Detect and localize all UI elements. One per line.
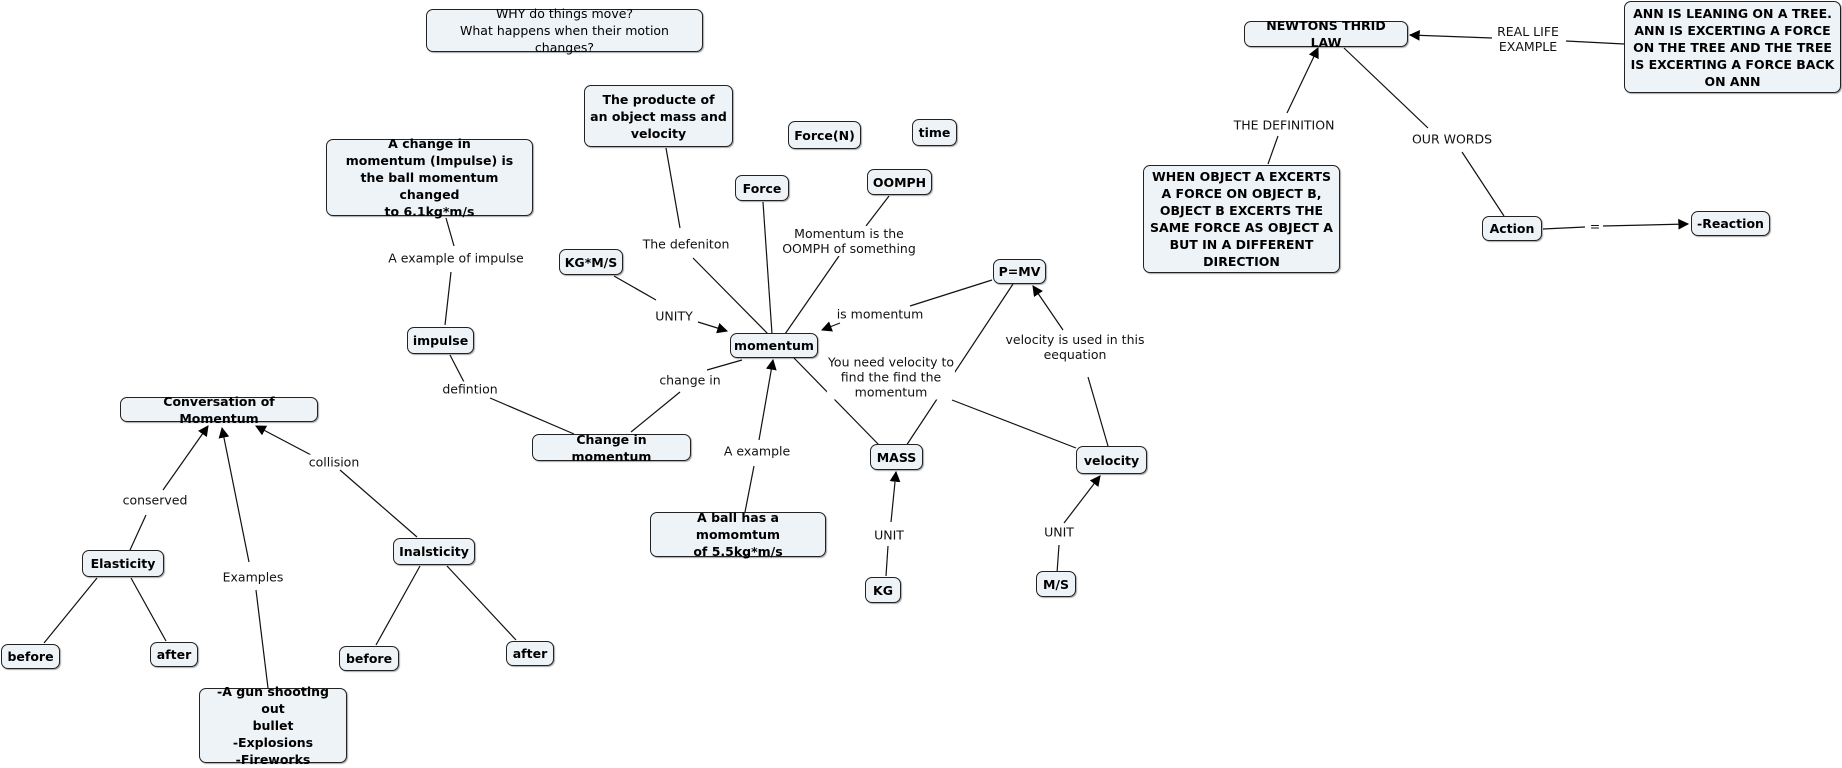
edge-velocity-used <box>1087 376 1109 447</box>
edge-equals-reaction <box>1602 218 1690 230</box>
edge-kg-unit <box>885 545 889 577</box>
edge-elasticity-conserved <box>129 514 147 551</box>
edge-inelast-before <box>375 565 421 646</box>
edge-elasticity-before <box>43 577 98 644</box>
node-elasticity[interactable]: Elasticity <box>82 550 164 577</box>
edge-momentum-mass <box>793 357 881 447</box>
node-force-n[interactable]: Force(N) <box>788 121 861 149</box>
edge-defintion-change <box>489 397 575 435</box>
node-definition[interactable]: WHEN OBJECT A EXCERTS A FORCE ON OBJECT … <box>1143 165 1340 273</box>
label-defintion: defintion <box>441 381 499 397</box>
edge-ourwords-action <box>1461 151 1505 217</box>
label-unity: UNITY <box>654 308 694 324</box>
node-momentum[interactable]: momentum <box>730 333 818 358</box>
node-ball-example[interactable]: A ball has a momomtum of 5.5kg*m/s <box>650 510 826 559</box>
node-mass[interactable]: MASS <box>870 444 923 470</box>
node-ann-example[interactable]: ANN IS LEANING ON A TREE. ANN IS EXCERTI… <box>1624 1 1841 93</box>
label-is-momentum: is momentum <box>835 306 925 322</box>
node-reaction[interactable]: -Reaction <box>1691 211 1770 236</box>
edge-ball-aexample <box>744 465 755 513</box>
edge-examples-conservation <box>218 426 250 563</box>
edge-gun-examples <box>255 589 269 689</box>
edge-producte-momentum-2 <box>692 257 771 337</box>
edge-force-momentum <box>762 201 773 335</box>
edge-used-pmv <box>1032 285 1064 331</box>
node-action[interactable]: Action <box>1482 216 1542 241</box>
edge-producte-momentum <box>665 147 681 229</box>
edge-collision-conservation <box>255 425 314 457</box>
label-collision: collision <box>307 454 361 470</box>
label-examples: Examples <box>221 569 285 585</box>
label-unit-ms: UNIT <box>1043 524 1075 540</box>
edge-newton-ourwords <box>1343 47 1429 129</box>
label-our-words: OUR WORDS <box>1410 131 1494 147</box>
node-impulse-change[interactable]: A change in momentum (Impulse) is the ba… <box>326 136 533 219</box>
label-unit-kg: UNIT <box>873 527 905 543</box>
edge-inelast-after <box>446 565 517 641</box>
node-force[interactable]: Force <box>735 175 789 201</box>
edge-changein-momentum <box>706 359 743 371</box>
edge-kgms-unity <box>613 275 657 301</box>
label-defeniton: The defeniton <box>641 236 731 252</box>
edge-conserved-conservation <box>162 425 209 491</box>
node-after-inelastic[interactable]: after <box>506 641 554 666</box>
edge-mass-pmv <box>905 283 1014 447</box>
node-newton[interactable]: NEWTONS THRID LAW <box>1244 18 1408 50</box>
edge-unity-momentum <box>697 321 729 334</box>
node-before-inelastic[interactable]: before <box>339 646 399 671</box>
node-pmv[interactable]: P=MV <box>993 259 1046 284</box>
edge-is-momentum-momentum <box>820 321 841 332</box>
edge-example-impulse <box>444 271 452 326</box>
edge-impulse-defintion <box>449 354 465 383</box>
edge-ann-reallife <box>1565 40 1625 45</box>
node-impulse[interactable]: impulse <box>407 327 474 354</box>
node-ms[interactable]: M/S <box>1036 571 1076 597</box>
node-velocity[interactable]: velocity <box>1076 446 1147 474</box>
label-real-life: REAL LIFE EXAMPLE <box>1496 24 1560 54</box>
node-oomph[interactable]: OOMPH <box>867 169 932 195</box>
edge-pmv-is-momentum <box>909 279 993 307</box>
edge-unit-mass <box>889 470 901 523</box>
edge-ms-unit <box>1056 544 1060 574</box>
label-velocity-used: velocity is used in this eequation <box>1004 332 1146 362</box>
label-a-example: A example <box>722 443 792 459</box>
edge-change-changein <box>630 391 681 433</box>
label-change-in: change in <box>658 372 722 388</box>
edge-definition-thedef <box>1267 135 1279 165</box>
edge-velocity-need <box>951 399 1077 449</box>
node-time[interactable]: time <box>912 119 957 146</box>
node-producte[interactable]: The producte of an object mass and veloc… <box>584 85 733 147</box>
edge-elasticity-after <box>130 577 167 642</box>
edge-oomph-momentum <box>865 195 890 227</box>
edge-reallife-newton <box>1408 29 1493 41</box>
node-inelasticity[interactable]: Inalsticity <box>393 538 475 565</box>
label-need-velocity: You need velocity to find the find the m… <box>826 354 956 400</box>
label-conserved: conserved <box>121 492 189 508</box>
edge-thedef-newton <box>1286 47 1319 114</box>
label-equals: = <box>1588 218 1602 234</box>
edge-inelast-collision <box>339 469 418 538</box>
label-oomph-of: Momentum is the OOMPH of something <box>781 226 917 256</box>
edge-unit-velocity <box>1063 475 1101 524</box>
edge-action-equals <box>1542 226 1586 230</box>
node-why-question[interactable]: WHY do things move? What happens when th… <box>426 6 703 55</box>
label-example-impulse: A example of impulse <box>387 250 525 266</box>
edge-oomph-momentum-2 <box>784 255 840 335</box>
node-kg[interactable]: KG <box>865 577 901 603</box>
node-change-momentum[interactable]: Change in momentum <box>532 432 691 464</box>
node-kgms[interactable]: KG*M/S <box>559 249 623 275</box>
node-conservation[interactable]: Conversation of Momentum <box>120 394 318 426</box>
edge-aexample-momentum <box>758 358 777 441</box>
edge-impulse-change <box>445 217 455 247</box>
node-after-elastic[interactable]: after <box>150 642 198 667</box>
node-gun-examples[interactable]: -A gun shooting out bullet -Explosions -… <box>199 684 347 767</box>
node-before-elastic[interactable]: before <box>1 644 60 669</box>
label-the-definition: THE DEFINITION <box>1232 117 1336 133</box>
